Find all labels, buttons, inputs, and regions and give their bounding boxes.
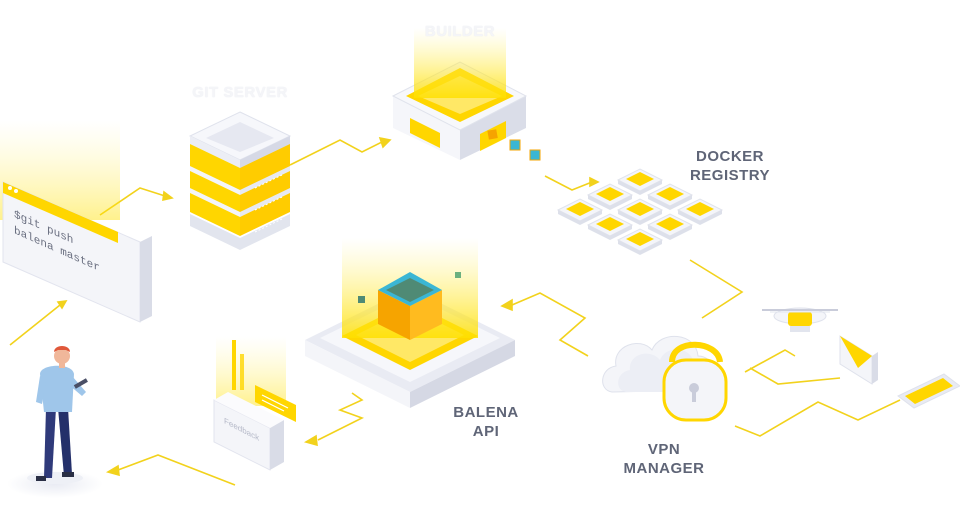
drone-device bbox=[762, 307, 838, 332]
docker-registry-label-line1: DOCKER bbox=[695, 148, 764, 165]
arrow-head bbox=[105, 464, 120, 477]
registry-tile-side bbox=[648, 195, 692, 210]
registry-image-tile bbox=[566, 202, 594, 216]
balena-api-label-line2: API bbox=[472, 423, 500, 440]
registry-tile-side bbox=[648, 225, 692, 240]
registry-tile-side bbox=[618, 180, 662, 195]
arrow-head bbox=[500, 298, 513, 312]
connector-feedback-person bbox=[117, 454, 236, 486]
builder-label: BUILDER bbox=[424, 23, 496, 40]
connector-person-terminal bbox=[9, 304, 61, 346]
mail-device bbox=[839, 335, 878, 385]
builder-node bbox=[391, 28, 541, 161]
vpn-manager-label-line2: MANAGER bbox=[623, 460, 705, 477]
registry-image-tile bbox=[656, 187, 684, 201]
registry-image-tile bbox=[626, 232, 654, 246]
person-figure bbox=[7, 346, 103, 498]
balena-api-label-line1: BALENA bbox=[453, 404, 519, 421]
feedback-bubble bbox=[255, 385, 296, 422]
docker-registry-label-line2: REGISTRY bbox=[689, 167, 771, 184]
registry-image-tile bbox=[656, 217, 684, 231]
registry-tile-side bbox=[618, 240, 662, 255]
registry-tile-side bbox=[678, 210, 722, 225]
lock-icon bbox=[662, 341, 728, 422]
arrow-head bbox=[378, 136, 392, 149]
phone-device bbox=[897, 373, 960, 409]
server-rack bbox=[190, 142, 290, 236]
registry-image-tile bbox=[626, 172, 654, 186]
connector-vpn-mail bbox=[749, 367, 841, 385]
registry-tile-side bbox=[558, 210, 602, 225]
registry-image-tile bbox=[626, 202, 654, 216]
connector-git-builder bbox=[289, 139, 383, 166]
vpn-manager-label: VPN MANAGER bbox=[614, 440, 714, 478]
api-cube bbox=[378, 272, 442, 340]
builder-door bbox=[410, 118, 440, 148]
connector-builder-registry bbox=[544, 175, 593, 191]
registry-tile-side bbox=[588, 195, 632, 210]
git-server-node bbox=[188, 111, 292, 250]
git-server-label: GIT SERVER bbox=[192, 84, 288, 101]
registry-tile-side bbox=[588, 225, 632, 240]
registry-tile-side bbox=[618, 210, 662, 225]
arrow-head bbox=[56, 300, 68, 310]
flow-connectors bbox=[9, 136, 901, 486]
registry-image-tile bbox=[596, 187, 624, 201]
connector-vpn-drone bbox=[744, 349, 796, 373]
connector-vpn-devices bbox=[734, 399, 901, 437]
connector-vpn-api bbox=[511, 292, 589, 357]
arrow-head bbox=[162, 190, 174, 202]
vpn-manager-node bbox=[602, 336, 728, 422]
terminal-titlebar bbox=[3, 182, 118, 243]
connector-api-feedback bbox=[317, 392, 365, 441]
feedback-node bbox=[213, 336, 296, 471]
connector-registry-vpn bbox=[689, 259, 744, 319]
terminal-node bbox=[0, 120, 152, 323]
vpn-manager-label-line1: VPN bbox=[647, 441, 681, 458]
balena-api-node bbox=[305, 238, 515, 408]
registry-image-tile bbox=[686, 202, 714, 216]
arrow-head bbox=[589, 176, 600, 188]
balena-api-label: BALENA API bbox=[436, 403, 536, 441]
arrow-head bbox=[303, 434, 318, 447]
docker-registry-label: DOCKER REGISTRY bbox=[680, 147, 780, 185]
registry-image-tile bbox=[596, 217, 624, 231]
docker-registry-node bbox=[556, 168, 724, 255]
